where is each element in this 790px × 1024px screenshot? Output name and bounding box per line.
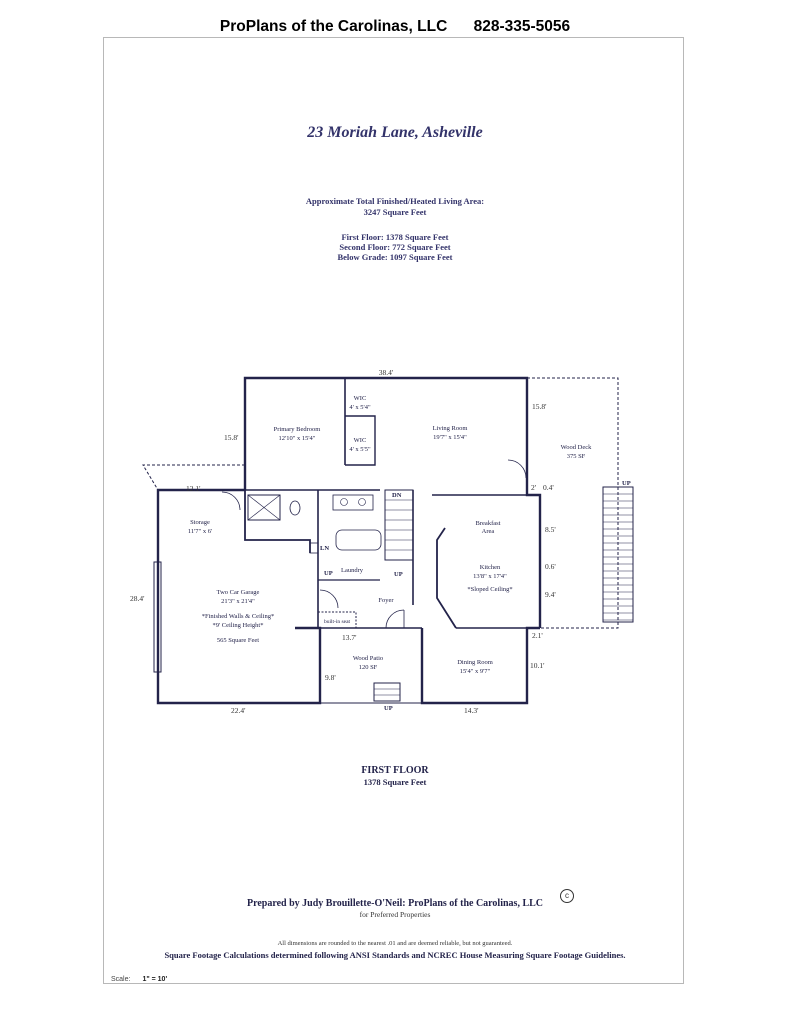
dim-right-f: 2.1': [532, 631, 543, 640]
dim-garage-width: 22.4': [231, 706, 246, 715]
living-area-title: Approximate Total Finished/Heated Living…: [305, 196, 485, 206]
room-dining-name: Dining Room: [457, 659, 493, 666]
floor-area-second: Second Floor: 772 Square Feet: [339, 242, 451, 252]
room-wic2-name: WIC: [354, 437, 367, 444]
floor-area-below: Below Grade: 1097 Square Feet: [337, 252, 453, 262]
scale-note: Scale: 1" = 10': [111, 976, 167, 983]
mark-up-laundry: UP: [324, 570, 333, 577]
dim-storage-width: 12.1': [186, 484, 201, 493]
room-breakfast-line2: Area: [482, 528, 495, 535]
property-address: 23 Moriah Lane, Asheville: [307, 124, 483, 141]
room-patio-size: 120 SF: [359, 664, 378, 671]
dim-garage-height: 28.4': [130, 594, 145, 603]
mark-up-deck: UP: [622, 480, 631, 487]
room-living-size: 19'7" x 15'4": [433, 434, 467, 441]
dim-right-c: 8.5': [545, 525, 556, 534]
dim-patio-height: 9.8': [325, 673, 336, 682]
room-primary-size: 12'10" x 15'4": [279, 435, 316, 442]
room-kitchen-note: *Sloped Ceiling*: [467, 586, 512, 593]
room-storage-size: 11'7" x 6': [188, 528, 212, 535]
scale-value: 1" = 10': [142, 976, 168, 983]
mark-up-stairs: UP: [394, 571, 403, 578]
company-name: ProPlans of the Carolinas, LLC: [219, 18, 448, 35]
scale-label: Scale:: [111, 976, 131, 983]
room-garage-note1: *Finished Walls & Ceiling*: [202, 613, 274, 620]
dim-right-d: 0.6': [545, 562, 556, 571]
floor-area-first: First Floor: 1378 Square Feet: [341, 232, 449, 242]
room-primary-name: Primary Bedroom: [274, 426, 321, 433]
room-garage-note2: *9' Ceiling Height*: [212, 622, 263, 629]
room-living-name: Living Room: [433, 425, 468, 432]
disclaimer: All dimensions are rounded to the neares…: [277, 940, 513, 947]
dim-right-upper: 15.8': [532, 402, 547, 411]
room-builtin-seat: built-in seat: [324, 619, 351, 625]
room-garage-sqft: 565 Square Feet: [217, 637, 259, 644]
room-breakfast-line1: Breakfast: [476, 520, 501, 527]
dim-right-g: 10.1': [530, 661, 545, 670]
prepared-for: for Preferred Properties: [359, 910, 431, 919]
room-dining-size: 15'4" x 9'7": [460, 668, 491, 675]
dim-left-upper: 15.8': [224, 433, 239, 442]
room-kitchen-size: 13'8" x 17'4": [473, 573, 507, 580]
dim-top: 38.4': [379, 368, 394, 377]
room-wic1-name: WIC: [354, 395, 367, 402]
dim-patio-width: 13.7': [342, 633, 357, 642]
room-deck-name: Wood Deck: [561, 444, 592, 451]
room-laundry: Laundry: [341, 567, 364, 574]
room-wic1-size: 4' x 5'4": [349, 404, 371, 411]
standards-note: Square Footage Calculations determined f…: [164, 950, 626, 960]
mark-up-patio: UP: [384, 705, 393, 712]
mark-ln: LN: [320, 545, 329, 552]
page-frame: [103, 37, 684, 984]
room-foyer: Foyer: [378, 597, 394, 604]
room-kitchen-name: Kitchen: [480, 564, 501, 571]
dim-dining-width: 14.3': [464, 706, 479, 715]
mark-dn: DN: [392, 492, 402, 499]
room-garage-size: 21'3" x 21'4": [221, 598, 255, 605]
room-storage-name: Storage: [190, 519, 210, 526]
copyright-icon: c: [560, 889, 574, 903]
dim-right-a: 2': [531, 483, 537, 492]
dim-right-e: 9.4': [545, 590, 556, 599]
dim-right-b: 0.4': [543, 483, 554, 492]
room-deck-size: 375 SF: [567, 453, 586, 460]
header: ProPlans of the Carolinas, LLC 828-335-5…: [0, 18, 790, 36]
living-area-total: 3247 Square Feet: [363, 207, 427, 217]
phone-number: 828-335-5056: [473, 18, 571, 35]
floor-label-title: FIRST FLOOR: [361, 765, 429, 776]
room-wic2-size: 4' x 5'5": [349, 446, 371, 453]
room-patio-name: Wood Patio: [353, 655, 383, 662]
prepared-by: Prepared by Judy Brouillette-O'Neil: Pro…: [246, 898, 544, 909]
room-garage-name: Two Car Garage: [217, 589, 260, 596]
floor-label-sqft: 1378 Square Feet: [363, 777, 427, 787]
